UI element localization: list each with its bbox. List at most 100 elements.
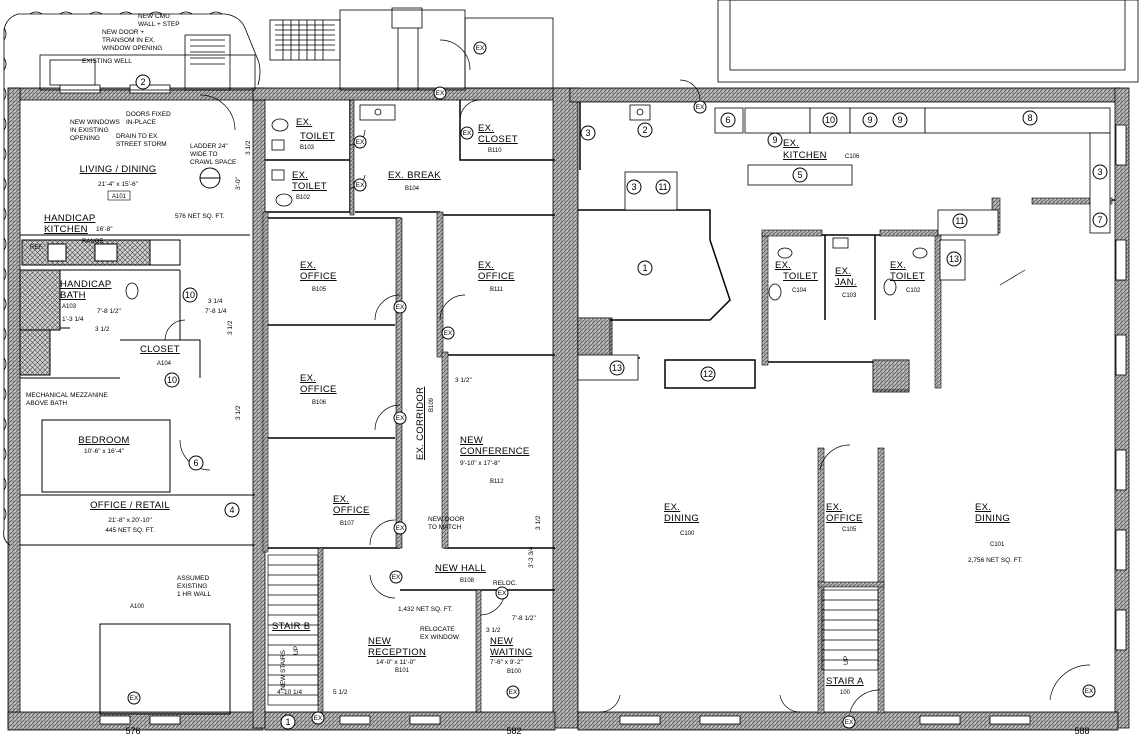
svg-text:WINDOW OPENING: WINDOW OPENING bbox=[102, 45, 162, 52]
room-stair-b: STAIR B bbox=[272, 621, 310, 632]
svg-text:13: 13 bbox=[949, 254, 959, 264]
svg-text:A101: A101 bbox=[112, 194, 127, 200]
svg-text:RELOC.: RELOC. bbox=[493, 580, 517, 587]
svg-text:RELOCATE: RELOCATE bbox=[420, 626, 455, 633]
key-9b: 9 bbox=[862, 112, 878, 128]
svg-text:11: 11 bbox=[658, 182, 667, 192]
room-handicap-bath: HANDICAP bbox=[60, 279, 112, 290]
svg-text:RECEPTION: RECEPTION bbox=[368, 647, 426, 658]
key-10a: 10 bbox=[822, 112, 838, 128]
svg-text:WIDE TO: WIDE TO bbox=[190, 151, 218, 158]
svg-text:C103: C103 bbox=[842, 293, 857, 299]
svg-text:REF.: REF. bbox=[30, 245, 43, 251]
room-bedroom: BEDROOM bbox=[78, 435, 129, 446]
svg-text:3'-0": 3'-0" bbox=[235, 176, 242, 190]
stair-a bbox=[821, 589, 879, 671]
room-office-retail: OFFICE / RETAIL bbox=[90, 500, 170, 511]
svg-text:1: 1 bbox=[642, 263, 647, 273]
svg-text:TOILET: TOILET bbox=[292, 181, 327, 192]
addresses: 576 582 588 bbox=[125, 726, 1089, 736]
svg-text:WAITING: WAITING bbox=[490, 647, 532, 658]
ex-tag: EX bbox=[693, 100, 707, 114]
svg-text:7: 7 bbox=[1097, 215, 1102, 225]
room-ex-closet: EX. bbox=[478, 123, 494, 134]
key-6b: 6 bbox=[188, 455, 204, 471]
kitchen-equipment bbox=[577, 107, 1111, 381]
key-1b: 1 bbox=[280, 714, 296, 730]
key-2: 2 bbox=[637, 122, 653, 138]
svg-text:UP: UP bbox=[843, 656, 850, 665]
svg-text:CLOSET: CLOSET bbox=[478, 134, 518, 145]
svg-text:11: 11 bbox=[955, 216, 964, 226]
svg-text:EX: EX bbox=[356, 139, 365, 146]
svg-text:OFFICE: OFFICE bbox=[478, 271, 515, 282]
room-ex-corridor: EX. CORRIDOR bbox=[415, 387, 426, 460]
key-12: 12 bbox=[700, 366, 716, 382]
svg-text:C106: C106 bbox=[845, 154, 860, 160]
ex-tag: EX bbox=[311, 711, 325, 725]
ex-tags: EX EX EX EX EX EX EX EX EX EX EX EX EX E… bbox=[127, 41, 1096, 729]
svg-text:100: 100 bbox=[840, 690, 851, 696]
svg-text:LADDER 24": LADDER 24" bbox=[190, 143, 228, 150]
ex-tag: EX bbox=[495, 586, 509, 600]
svg-text:EX: EX bbox=[509, 689, 518, 696]
svg-text:5: 5 bbox=[797, 170, 802, 180]
rear-addition bbox=[39, 0, 1139, 91]
room-living-dining: LIVING / DINING bbox=[80, 164, 157, 175]
svg-text:8: 8 bbox=[1027, 113, 1032, 123]
svg-text:445 NET SQ. FT.: 445 NET SQ. FT. bbox=[105, 527, 155, 534]
svg-text:BATH: BATH bbox=[60, 290, 86, 301]
svg-text:UP: UP bbox=[293, 646, 300, 655]
svg-text:3 1/2: 3 1/2 bbox=[235, 405, 242, 420]
ex-tag: EX bbox=[393, 300, 407, 314]
key-7: 7 bbox=[1092, 212, 1108, 228]
ex-tag: EX bbox=[460, 126, 474, 140]
revision-cloud bbox=[3, 11, 261, 546]
svg-text:3: 3 bbox=[585, 128, 590, 138]
svg-text:14'-0" x 11'-0": 14'-0" x 11'-0" bbox=[376, 659, 416, 666]
ex-tag: EX bbox=[433, 86, 447, 100]
annotations: NEW CMU WALL + STEP NEW DOOR + TRANSOM I… bbox=[26, 13, 850, 690]
key-3: 3 bbox=[580, 125, 596, 141]
svg-text:6: 6 bbox=[193, 458, 198, 468]
svg-text:4: 4 bbox=[229, 505, 234, 515]
kitchen-counter bbox=[21, 239, 181, 266]
svg-text:1 HR WALL: 1 HR WALL bbox=[177, 591, 211, 598]
svg-text:6: 6 bbox=[725, 115, 730, 125]
key-9c: 9 bbox=[892, 112, 908, 128]
svg-text:C102: C102 bbox=[906, 288, 921, 294]
exterior-walls bbox=[7, 87, 1130, 731]
equipment-keys: 1 2 2 3 3 3 4 5 6 6 7 8 9 9 9 10 10 10 1… bbox=[135, 74, 1108, 730]
svg-text:CONFERENCE: CONFERENCE bbox=[460, 446, 530, 457]
svg-text:DRAIN TO EX.: DRAIN TO EX. bbox=[116, 133, 159, 140]
svg-text:TOILET: TOILET bbox=[300, 131, 335, 142]
key-13b: 13 bbox=[946, 251, 962, 267]
svg-text:3 1/2: 3 1/2 bbox=[535, 515, 542, 530]
svg-text:B102: B102 bbox=[296, 195, 311, 201]
ex-tag: EX bbox=[473, 41, 487, 55]
svg-text:B101: B101 bbox=[395, 668, 410, 674]
ex-tag: EX bbox=[441, 326, 455, 340]
svg-text:OFFICE: OFFICE bbox=[300, 384, 337, 395]
key-11b: 11 bbox=[952, 213, 968, 229]
svg-text:3'-3 3/4: 3'-3 3/4 bbox=[528, 546, 535, 568]
svg-text:TRANSOM IN EX.: TRANSOM IN EX. bbox=[102, 37, 155, 44]
svg-text:1'-3 1/4: 1'-3 1/4 bbox=[62, 316, 84, 323]
ex-tag: EX bbox=[393, 411, 407, 425]
svg-text:EX WINDOW: EX WINDOW bbox=[420, 634, 460, 641]
room-ex-office-b105: EX. bbox=[300, 260, 316, 271]
room-ex-jan: EX. bbox=[835, 266, 851, 277]
svg-text:10: 10 bbox=[167, 375, 177, 385]
svg-text:2,756 NET SQ. FT.: 2,756 NET SQ. FT. bbox=[968, 557, 1023, 564]
svg-text:EXISTING WELL: EXISTING WELL bbox=[82, 58, 132, 65]
interior-walls-a bbox=[19, 234, 255, 715]
svg-text:B100: B100 bbox=[507, 669, 522, 675]
svg-text:9: 9 bbox=[867, 115, 872, 125]
svg-text:C105: C105 bbox=[842, 527, 857, 533]
svg-text:EXISTING: EXISTING bbox=[177, 583, 207, 590]
room-ex-break: EX. BREAK bbox=[388, 170, 441, 181]
svg-text:DOORS FIXED: DOORS FIXED bbox=[126, 111, 171, 118]
svg-text:C100: C100 bbox=[680, 531, 695, 537]
room-ex-office-b107: EX. bbox=[333, 494, 349, 505]
svg-text:A103: A103 bbox=[62, 304, 77, 310]
